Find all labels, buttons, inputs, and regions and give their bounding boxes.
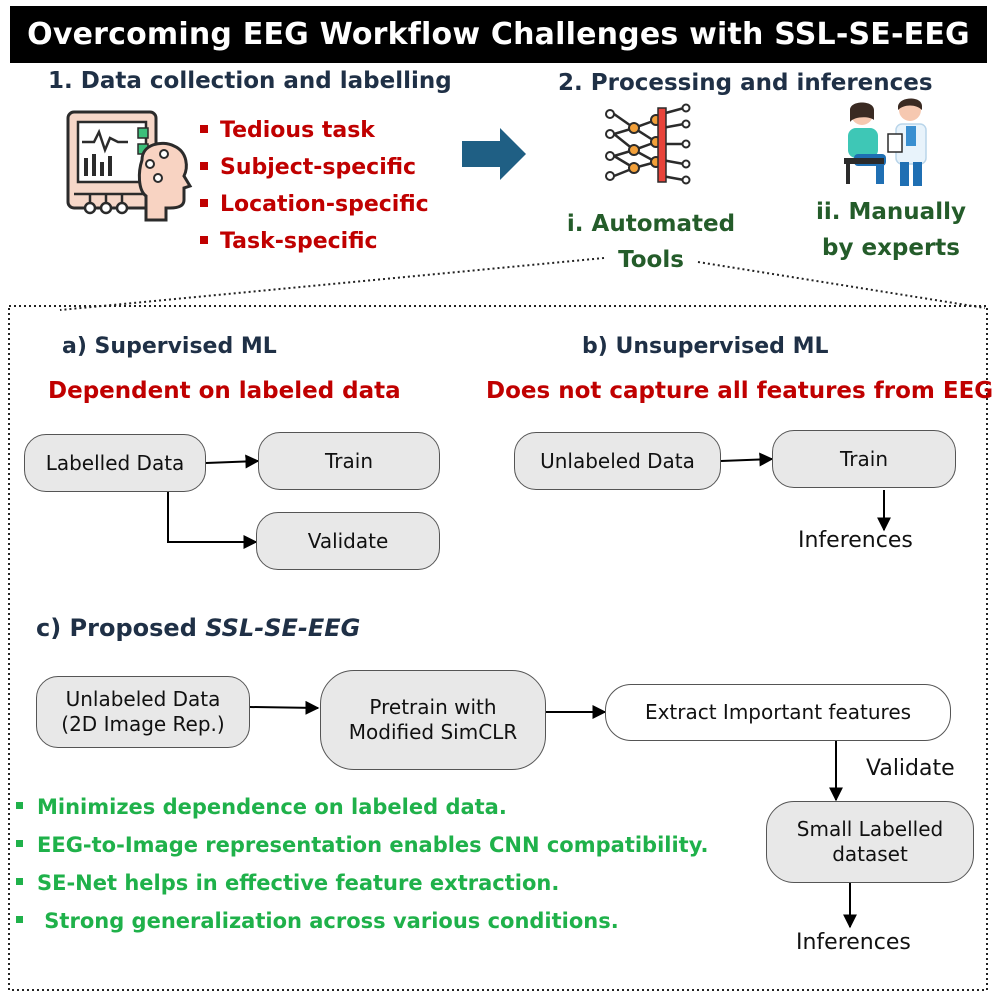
- small-labelled-box: Small Labelled dataset: [766, 801, 974, 883]
- challenge-list: Tedious task Subject-specific Location-s…: [200, 112, 429, 260]
- benefit-item: Minimizes dependence on labeled data.: [16, 788, 708, 826]
- step1-heading: 1. Data collection and labelling: [48, 68, 452, 94]
- bullet-square-icon: [200, 125, 208, 133]
- proposed-inferences-label: Inferences: [796, 930, 911, 955]
- benefit-list: Minimizes dependence on labeled data. EE…: [16, 788, 708, 940]
- bullet-square-icon: [200, 236, 208, 244]
- unlabeled-data-box: Unlabeled Data: [514, 432, 721, 490]
- challenge-item: Subject-specific: [200, 149, 429, 186]
- zoom-line-left: [59, 257, 605, 311]
- manual-experts-label: ii. Manually by experts: [816, 199, 966, 261]
- validate-label: Validate: [866, 756, 955, 781]
- eeg-monitor-icon: [66, 110, 193, 222]
- challenge-item: Task-specific: [200, 223, 429, 260]
- bullet-square-icon: [16, 839, 23, 847]
- benefit-item: SE-Net helps in effective feature extrac…: [16, 864, 708, 902]
- zoom-line-right: [697, 261, 986, 309]
- bullet-square-icon: [200, 162, 208, 170]
- challenge-item: Location-specific: [200, 186, 429, 223]
- labelled-data-box: Labelled Data: [24, 434, 206, 492]
- bullet-square-icon: [200, 199, 208, 207]
- arrow-unlabeled-to-train: [720, 452, 774, 467]
- bullet-square-icon: [16, 877, 23, 885]
- step2-heading: 2. Processing and inferences: [558, 70, 933, 96]
- proposed-unlabeled-box: Unlabeled Data (2D Image Rep.): [36, 676, 250, 748]
- arrow-labelled-to-train: [205, 454, 260, 469]
- extract-features-box: Extract Important features: [605, 684, 951, 741]
- proposed-heading: c) Proposed SSL-SE-EEG: [36, 614, 361, 642]
- supervised-heading: a) Supervised ML: [62, 334, 277, 359]
- supervised-validate-box: Validate: [256, 512, 440, 570]
- pretrain-box: Pretrain with Modified SimCLR: [320, 670, 546, 770]
- arrow-labelled-to-validate: [167, 492, 258, 549]
- benefit-item: Strong generalization across various con…: [16, 902, 708, 940]
- supervised-limitation: Dependent on labeled data: [48, 378, 401, 404]
- arrow-unlabeled-to-pretrain: [249, 700, 320, 715]
- unsupervised-train-box: Train: [772, 430, 956, 488]
- page-title: Overcoming EEG Workflow Challenges with …: [10, 6, 987, 63]
- bullet-square-icon: [16, 801, 23, 809]
- automated-tools-label: i. Automated Tools: [566, 211, 736, 273]
- dotted-frame: [8, 305, 988, 991]
- neural-network-icon: [605, 103, 691, 185]
- doctor-patient-icon: [844, 98, 927, 186]
- unsupervised-inferences-label: Inferences: [798, 528, 913, 553]
- supervised-train-box: Train: [258, 432, 440, 490]
- bullet-square-icon: [16, 915, 23, 923]
- unsupervised-heading: b) Unsupervised ML: [582, 334, 829, 359]
- unsupervised-limitation: Does not capture all features from EEG: [486, 378, 994, 404]
- challenge-item: Tedious task: [200, 112, 429, 149]
- step-arrow: [462, 128, 526, 180]
- benefit-item: EEG-to-Image representation enables CNN …: [16, 826, 708, 864]
